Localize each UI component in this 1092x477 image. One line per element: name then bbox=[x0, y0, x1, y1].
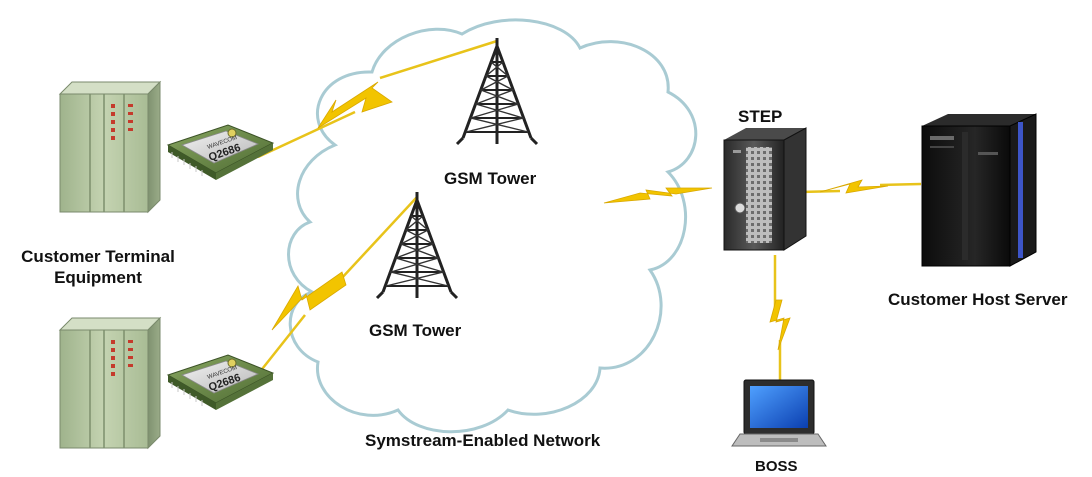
customer-terminal-label-line2: Equipment bbox=[54, 268, 142, 288]
link-line-tower1 bbox=[379, 39, 498, 80]
terminal-cabinet-icon bbox=[59, 81, 161, 213]
customer-terminal-label-line1: Customer Terminal bbox=[21, 247, 175, 266]
link-line-step-host-b bbox=[879, 182, 922, 187]
gsm-tower-icon bbox=[455, 36, 539, 146]
gsm-tower-label: GSM Tower bbox=[444, 169, 537, 188]
link-line-step-host-a bbox=[799, 189, 841, 194]
terminal-cabinet-icon bbox=[59, 317, 161, 449]
lightning-icon bbox=[819, 179, 889, 194]
link-line-module1-zigzag bbox=[257, 110, 356, 159]
boss-label: BOSS bbox=[755, 458, 798, 475]
customer-host-server-label: Customer Host Server bbox=[888, 290, 1068, 309]
modem-module-icon: WAVECOM Q2686 bbox=[167, 354, 274, 411]
customer-terminal-label: Customer Terminal Equipment bbox=[8, 246, 188, 289]
link-line-module2-zigzag bbox=[254, 314, 306, 379]
lightning-icon bbox=[317, 81, 393, 129]
gsm-tower-label: GSM Tower bbox=[369, 321, 462, 340]
gsm-tower-icon bbox=[375, 190, 459, 300]
link-lines bbox=[254, 39, 922, 380]
host-server-icon bbox=[921, 113, 1037, 267]
step-server-icon bbox=[723, 127, 807, 251]
lightning-icon bbox=[603, 187, 713, 204]
modem-module-icon: WAVECOM Q2686 bbox=[167, 124, 274, 181]
step-label: STEP bbox=[738, 107, 783, 126]
cloud-icon bbox=[287, 18, 698, 434]
laptop-icon bbox=[731, 379, 827, 447]
lightning-icon bbox=[769, 299, 791, 351]
network-label: Symstream-Enabled Network bbox=[365, 431, 601, 450]
link-line-tower2 bbox=[339, 196, 418, 281]
lightning-icon bbox=[271, 271, 347, 331]
